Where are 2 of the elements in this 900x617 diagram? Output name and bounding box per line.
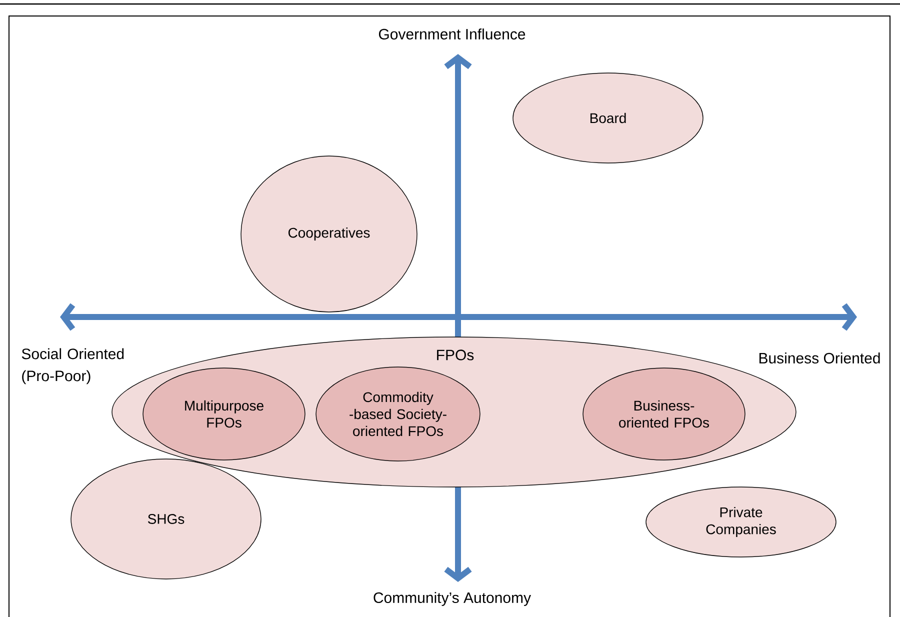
axis-label: Government Influence: [378, 28, 526, 40]
axis-label: Community’s Autonomy: [374, 592, 531, 606]
